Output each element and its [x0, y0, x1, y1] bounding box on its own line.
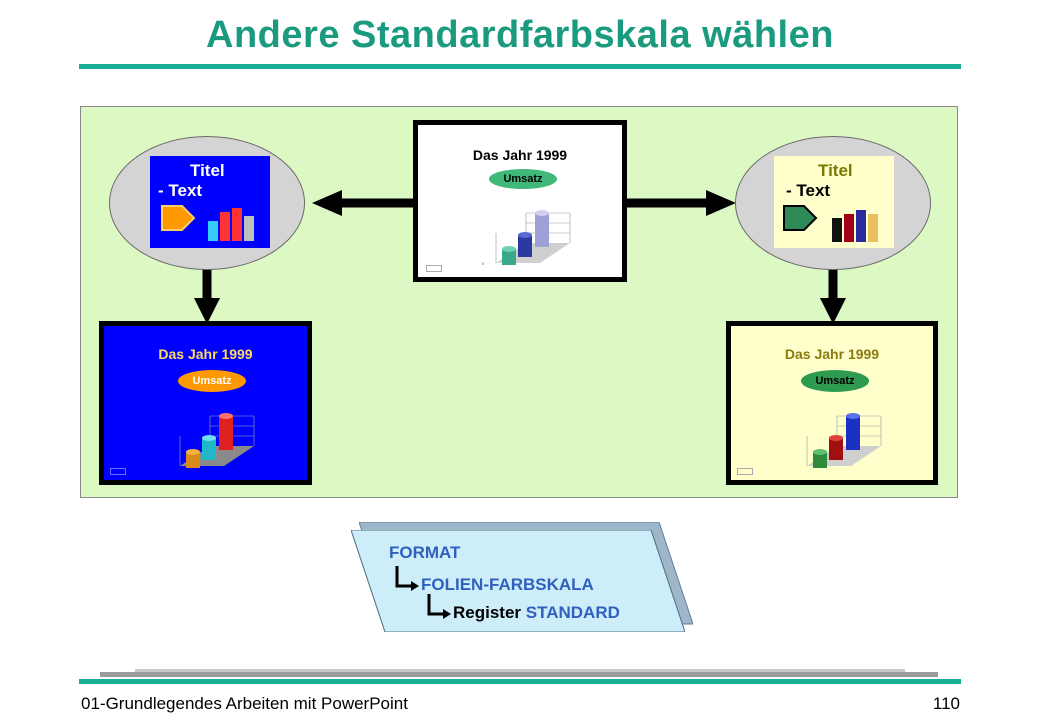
menu-step2-connector	[395, 566, 413, 588]
center-slide-label: Umsatz	[489, 169, 557, 189]
svg-text:0: 0	[482, 261, 485, 266]
left-slide-chart-icon	[179, 413, 255, 468]
arrow-head-down-right	[820, 298, 846, 324]
left-icon-text: - Text	[158, 181, 203, 200]
menu-path-box	[351, 530, 685, 632]
arrow-head-right	[706, 190, 736, 216]
menu-step-register-prefix: Register	[453, 603, 522, 622]
menu-step-register: Register STANDARD	[453, 603, 620, 623]
footer-page-number: 110	[932, 694, 960, 713]
menu-step-register-name: STANDARD	[525, 603, 620, 622]
left-color-scheme-icon: Titel - Text	[150, 156, 270, 248]
right-color-scheme-icon: Titel - Text	[774, 156, 894, 248]
left-icon-graphic	[161, 205, 254, 241]
footer-rule	[79, 679, 961, 684]
left-slide-footer-mark	[110, 468, 126, 475]
left-slide-title: Das Jahr 1999	[158, 346, 253, 362]
center-slide-footer-mark	[426, 265, 442, 272]
right-icon-text: - Text	[786, 181, 831, 200]
right-icon-title: Titel	[818, 161, 853, 180]
right-slide-footer-mark	[737, 468, 753, 475]
left-slide-label: Umsatz	[178, 370, 246, 392]
arrow-head-left	[312, 190, 342, 216]
menu-step-folien-farbskala: FOLIEN-FARBSKALA	[421, 575, 594, 594]
left-slide-preview: Das Jahr 1999 Umsatz	[99, 321, 312, 485]
footer-rule-shadow-light	[135, 669, 905, 672]
footer-rule-shadow	[100, 672, 938, 677]
center-slide-title: Das Jahr 1999	[472, 147, 568, 163]
right-icon-graphic	[783, 205, 878, 242]
arrow-head-down-left	[194, 298, 220, 324]
menu-step-format: FORMAT	[389, 543, 461, 562]
left-icon-title: Titel	[190, 161, 225, 180]
right-slide-label: Umsatz	[801, 370, 869, 392]
menu-step3-connector	[427, 594, 445, 616]
page-title: Andere Standardfarbskala wählen	[206, 14, 834, 56]
right-slide-chart-icon	[806, 413, 882, 468]
center-slide-preview: Das Jahr 1999 Umsatz 0	[413, 120, 627, 282]
center-slide-chart-icon: 0	[482, 210, 571, 266]
title-underline	[79, 64, 961, 69]
right-slide-preview: Das Jahr 1999 Umsatz	[726, 321, 938, 485]
right-slide-title: Das Jahr 1999	[784, 346, 880, 362]
footer-course-title: 01-Grundlegendes Arbeiten mit PowerPoint	[81, 694, 408, 713]
